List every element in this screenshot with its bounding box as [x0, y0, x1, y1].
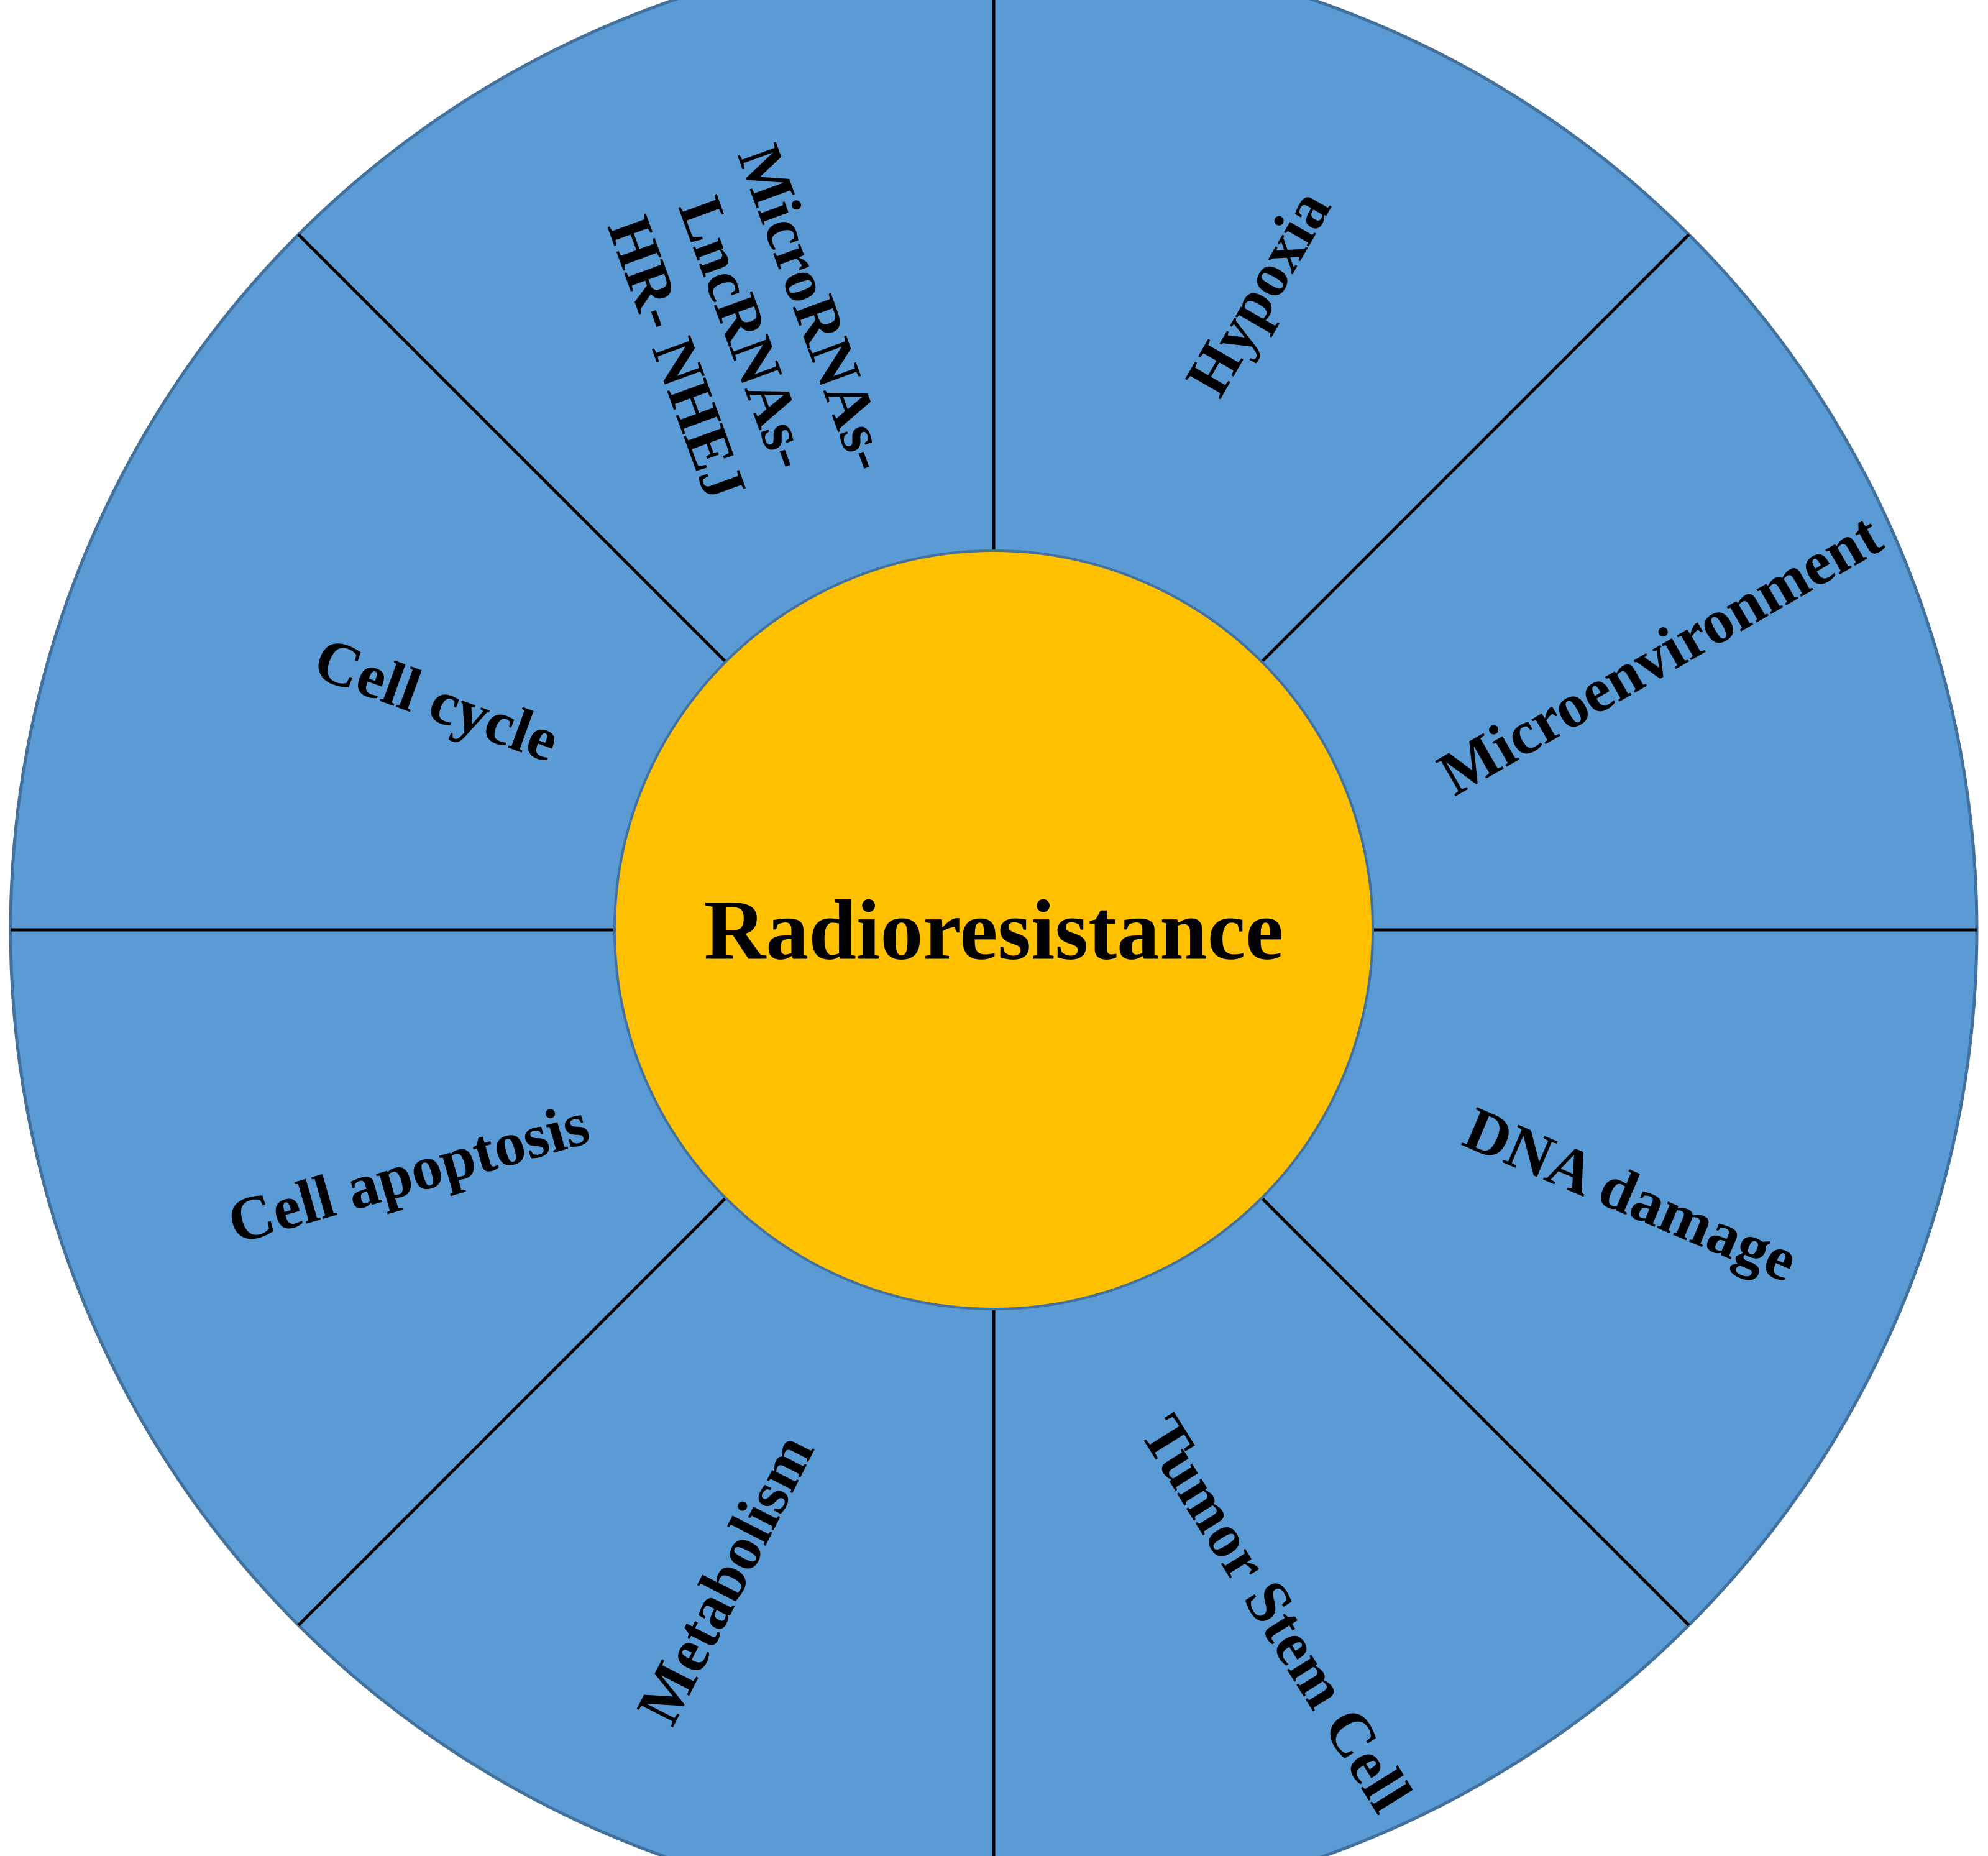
- segment-dividers: [11, 0, 1977, 1856]
- divider-line-1: [1260, 233, 1690, 663]
- divider-line-3: [1260, 1197, 1690, 1627]
- center-hub-label: Radioresistance: [704, 883, 1284, 978]
- center-hub: [613, 549, 1374, 1310]
- divider-line-5: [297, 1197, 727, 1627]
- divider-line-7: [297, 233, 727, 663]
